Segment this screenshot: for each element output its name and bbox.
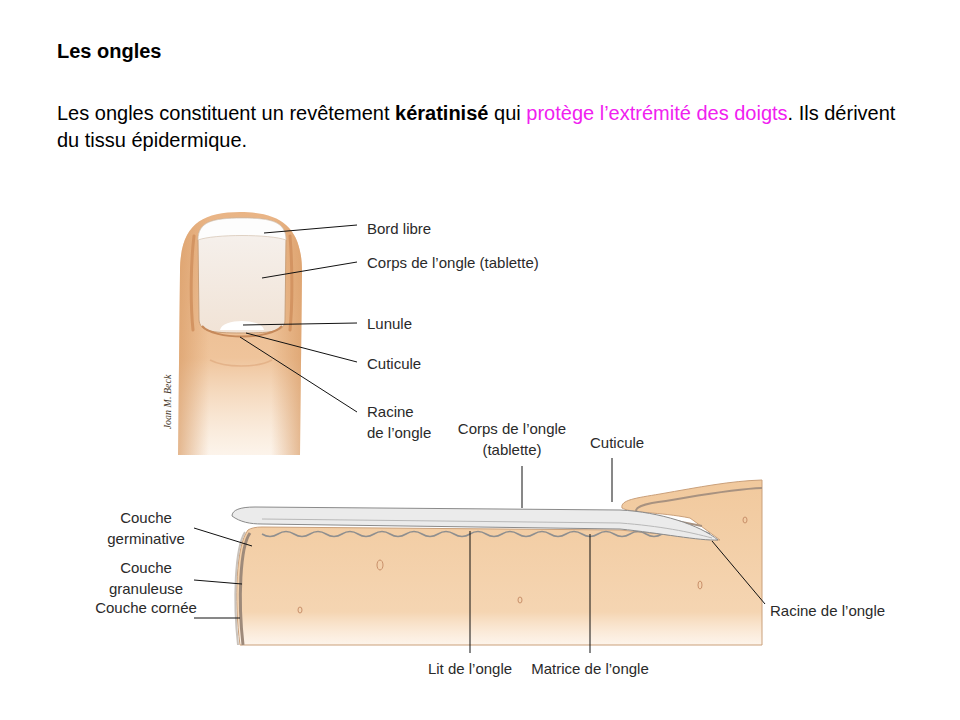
part-label: Bord libre xyxy=(367,218,431,239)
finger-shading xyxy=(178,212,302,455)
cuticle xyxy=(202,326,282,337)
leader-line xyxy=(522,466,523,508)
part-label: Cuticule xyxy=(367,353,421,374)
layer-label: Couche cornée xyxy=(90,597,202,618)
intro-text: kératinisé xyxy=(395,102,488,124)
finger-tissue xyxy=(237,480,762,645)
vessel xyxy=(377,560,383,570)
leader-line xyxy=(240,337,357,412)
leader-line xyxy=(612,458,613,502)
part-label: Lunule xyxy=(367,313,412,334)
vessel xyxy=(698,581,702,589)
vessel xyxy=(298,607,302,613)
finger-top-view xyxy=(178,212,302,455)
part-label: Cuticule xyxy=(590,432,644,453)
vessel xyxy=(743,517,747,523)
part-label: Matrice de l’ongle xyxy=(520,658,660,679)
slide-title: Les ongles xyxy=(57,40,161,63)
part-label: Corps de l’ongle (tablette) xyxy=(367,252,539,273)
leader-line xyxy=(262,262,357,278)
nail-cross-section xyxy=(232,480,762,645)
leader-line xyxy=(194,618,240,619)
leader-line xyxy=(194,580,242,584)
artist-signature: Joan M. Beck xyxy=(162,365,174,439)
part-label: Lit de l’ongle xyxy=(415,658,525,679)
leader-line xyxy=(712,541,765,604)
skin-crease xyxy=(210,360,272,366)
intro-text: Les ongles constituent un revêtement xyxy=(57,102,389,124)
epidermis-layers xyxy=(240,533,250,645)
layer-label: Couche granuleuse xyxy=(90,557,202,599)
leader-line xyxy=(246,333,357,362)
leader-line xyxy=(194,528,252,546)
leader-line xyxy=(264,225,357,233)
intro-text: protège l’extrémité des doigts xyxy=(526,102,787,124)
free-edge xyxy=(198,218,286,240)
intro-text: qui xyxy=(494,102,521,124)
intro-paragraph: Les ongles constituent un revêtement kéra… xyxy=(57,100,917,154)
layer-label: Couche germinative xyxy=(90,507,202,549)
vessel xyxy=(518,597,522,603)
stratum-corneum xyxy=(235,532,245,645)
lunula xyxy=(220,321,264,330)
nail-plate-shade xyxy=(262,519,712,538)
part-label: Racine de l’ongle xyxy=(367,401,433,443)
germinative-layer xyxy=(262,532,710,537)
nail-plate-section xyxy=(232,507,718,540)
part-label: Corps de l’ongle (tablette) xyxy=(447,418,577,460)
leader-line xyxy=(590,534,591,653)
leader-line xyxy=(470,531,471,653)
part-label: Racine de l’ongle xyxy=(770,600,885,621)
nail-plate xyxy=(198,218,286,333)
leader-line xyxy=(243,323,357,325)
finger-skin xyxy=(178,212,302,455)
leader-lines xyxy=(194,225,765,653)
